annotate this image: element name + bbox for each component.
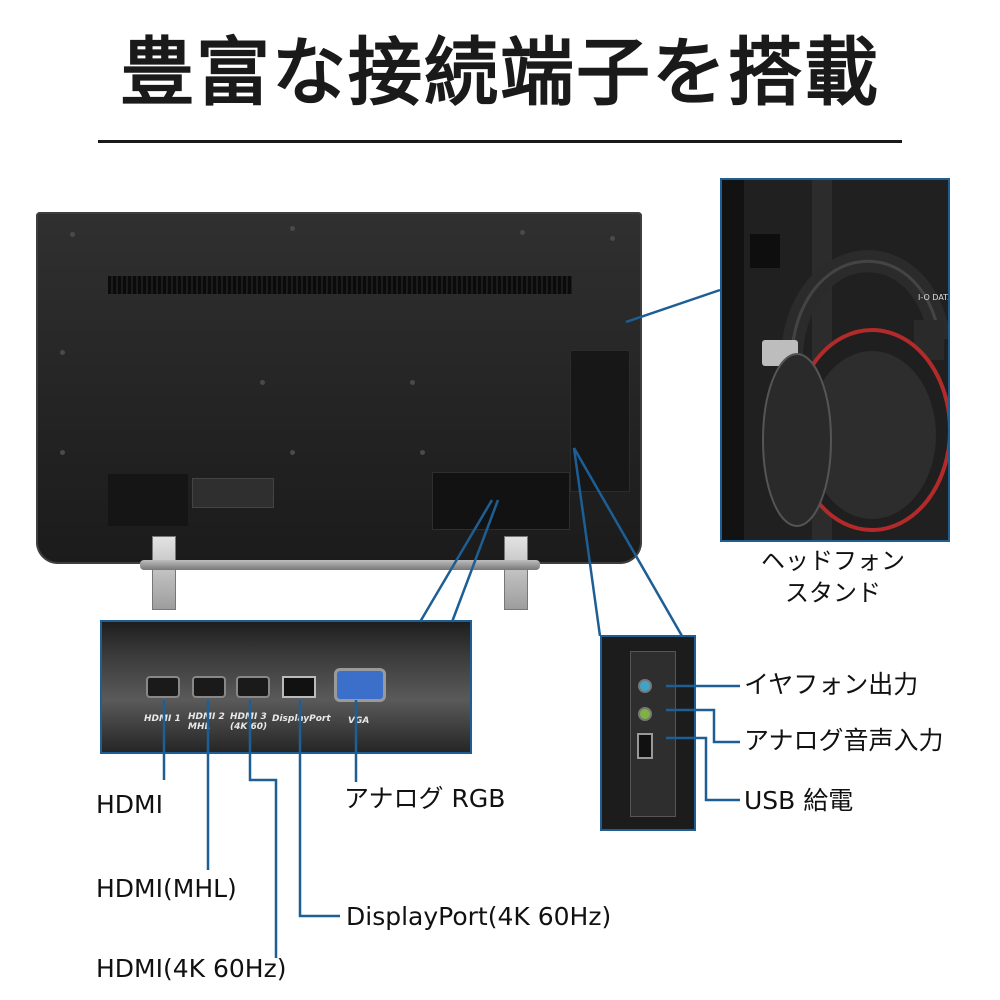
monitor-vent bbox=[108, 276, 572, 294]
closeup-label-displayport: DisplayPort bbox=[272, 714, 331, 724]
label-hdmi-4k: HDMI(4K 60Hz) bbox=[96, 954, 287, 983]
rating-sticker bbox=[192, 478, 274, 508]
side-ports-closeup bbox=[600, 635, 696, 831]
label-earphone-out: イヤフォン出力 bbox=[744, 670, 919, 699]
screw-icon bbox=[520, 230, 525, 235]
side-port-strip bbox=[630, 651, 676, 817]
stand-leg-right bbox=[504, 536, 528, 610]
caption-line-1: ヘッドフォン bbox=[761, 547, 905, 575]
label-hdmi-mhl: HDMI(MHL) bbox=[96, 874, 237, 903]
screw-icon bbox=[260, 380, 265, 385]
stand-leg-left bbox=[152, 536, 176, 610]
vga-port-icon bbox=[334, 668, 386, 702]
page-title: 豊富な接続端子を搭載 bbox=[120, 30, 880, 116]
label-analog-audio-in: アナログ音声入力 bbox=[744, 726, 944, 755]
rear-port-bay bbox=[432, 472, 570, 530]
label-analog-rgb: アナログ RGB bbox=[344, 784, 506, 813]
screw-icon bbox=[610, 236, 615, 241]
closeup-label-vga: VGA bbox=[348, 716, 370, 726]
label-usb-power: USB 給電 bbox=[744, 786, 854, 815]
usb-port-icon bbox=[637, 733, 653, 759]
screw-icon bbox=[290, 450, 295, 455]
screw-icon bbox=[420, 450, 425, 455]
hdmi-4k-port-icon bbox=[236, 676, 270, 698]
closeup-label-hdmi1: HDMI 1 bbox=[144, 714, 181, 724]
title-underline bbox=[98, 140, 902, 143]
label-hdmi: HDMI bbox=[96, 790, 163, 819]
label-displayport: DisplayPort(4K 60Hz) bbox=[346, 902, 612, 931]
earphone-jack-icon bbox=[638, 679, 652, 693]
hdmi-mhl-port-icon bbox=[192, 676, 226, 698]
caption-line-2: スタンド bbox=[785, 579, 881, 607]
power-inlet-area bbox=[108, 474, 188, 526]
closeup-label-hdmi3: HDMI 3(4K 60) bbox=[230, 712, 268, 732]
screw-icon bbox=[410, 380, 415, 385]
hdmi-port-icon bbox=[146, 676, 180, 698]
headphone-stand-caption: ヘッドフォン スタンド bbox=[720, 545, 946, 609]
svg-text:I-O DATA: I-O DATA bbox=[918, 293, 948, 302]
headphone-stand-closeup: I-O DATA bbox=[720, 178, 950, 542]
headphone-icon: I-O DATA bbox=[722, 180, 948, 540]
screw-icon bbox=[290, 226, 295, 231]
screw-icon bbox=[60, 450, 65, 455]
screw-icon bbox=[70, 232, 75, 237]
screw-icon bbox=[60, 350, 65, 355]
stand-bar bbox=[140, 560, 540, 570]
displayport-port-icon bbox=[282, 676, 316, 698]
audio-in-jack-icon bbox=[638, 707, 652, 721]
side-port-bay bbox=[570, 350, 630, 492]
